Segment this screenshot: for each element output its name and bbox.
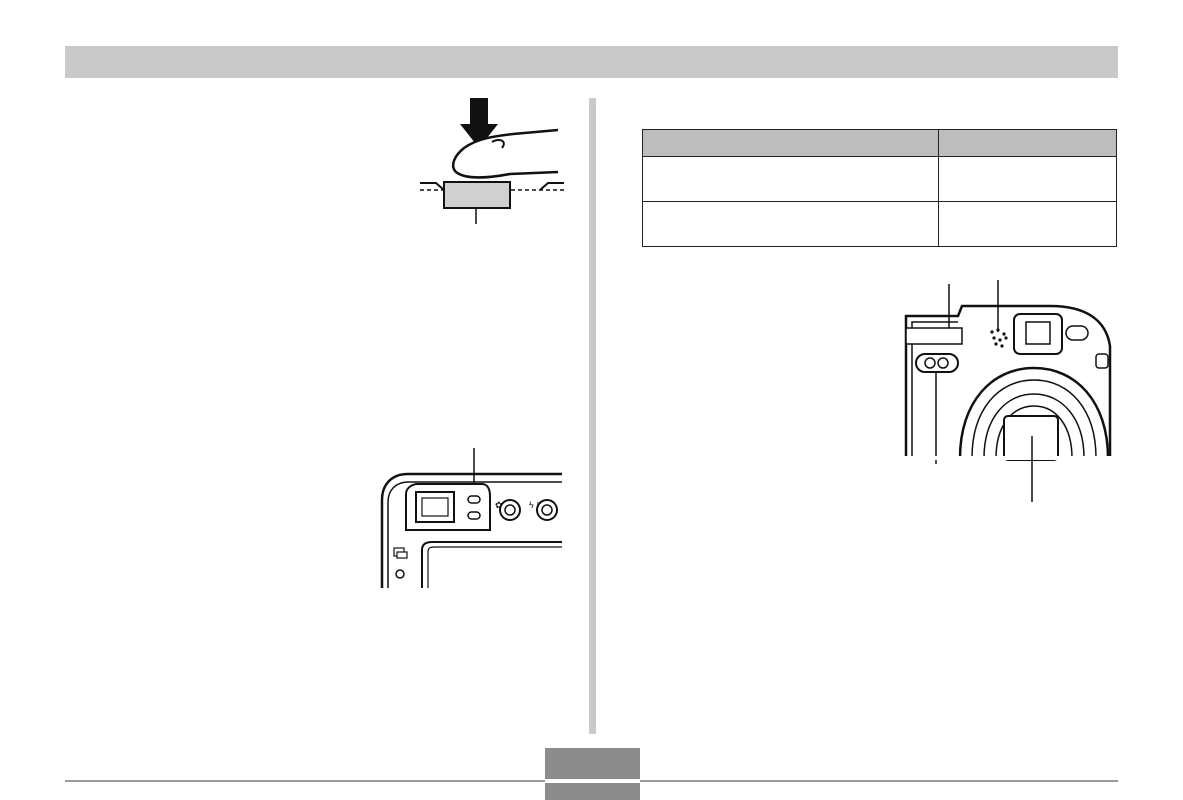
table-header-row [642, 129, 1117, 157]
af-assist-lamp-icon [915, 353, 959, 373]
camera-back-illustration: ✿ ϟ ◫ [380, 448, 562, 588]
info-table [642, 129, 1117, 247]
table-cell [642, 201, 939, 247]
header-bar [65, 46, 1118, 78]
table-row [642, 156, 1117, 202]
flash-window-icon [905, 327, 963, 345]
lens-icon [958, 366, 1110, 461]
finger-icon [452, 128, 559, 179]
svg-text:ϟ ◫: ϟ ◫ [529, 500, 545, 510]
table-header-cell [642, 129, 939, 157]
shutter-press-illustration [420, 98, 564, 224]
table-cell [938, 201, 1117, 247]
monitor-screen-icon [421, 541, 562, 588]
indicator-lamp-icon [467, 495, 481, 504]
microphone-icon [990, 328, 1008, 348]
page-number-tab [545, 748, 640, 800]
shutter-button-icon [443, 181, 511, 209]
table-cell [938, 156, 1117, 202]
table-header-cell [938, 129, 1117, 157]
camera-front-illustration [900, 280, 1120, 502]
table-row [642, 201, 1117, 247]
table-cell [642, 156, 939, 202]
column-divider [589, 98, 596, 734]
svg-text:✿: ✿ [495, 500, 503, 510]
press-down-arrow-icon [460, 98, 498, 148]
